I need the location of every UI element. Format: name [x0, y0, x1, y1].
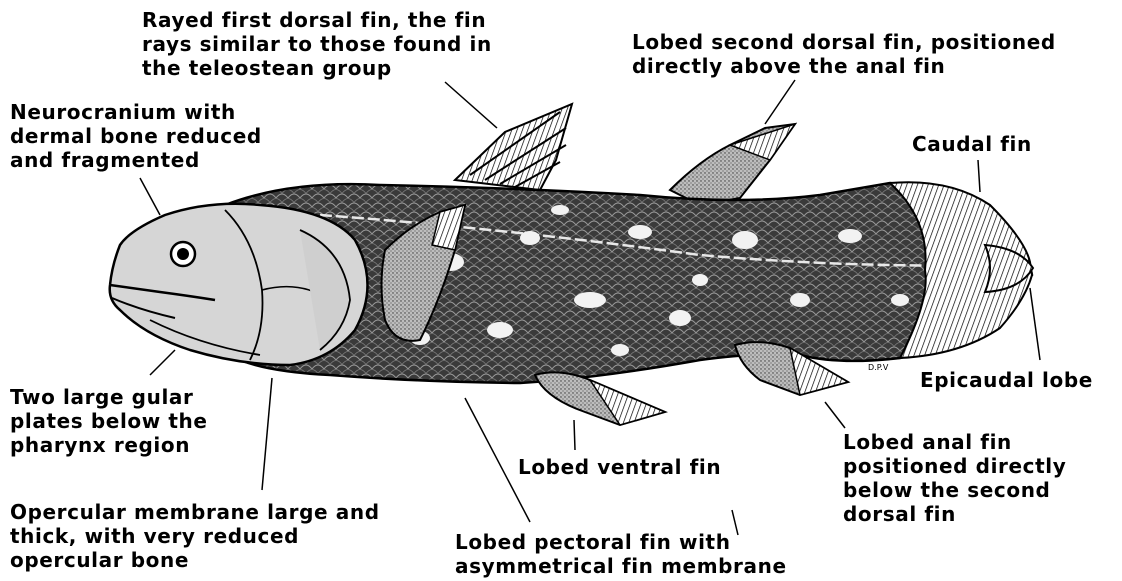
- label-line: dorsal fin: [843, 502, 1066, 526]
- leader-opercular: [262, 378, 272, 490]
- label-line: Epicaudal lobe: [920, 368, 1093, 392]
- leader-epicaudal: [1030, 288, 1040, 360]
- label-line: Caudal fin: [912, 132, 1032, 156]
- label-line: Lobed ventral fin: [518, 455, 721, 479]
- label-neurocranium: Neurocranium with dermal bone reduced an…: [10, 100, 262, 172]
- label-epicaudal-lobe: Epicaudal lobe: [920, 368, 1093, 392]
- label-lobed-ventral-fin: Lobed ventral fin: [518, 455, 721, 479]
- fish-head: [110, 204, 368, 365]
- label-lobed-pectoral-fin: Lobed pectoral fin with asymmetrical fin…: [455, 530, 787, 578]
- label-lobed-anal-fin: Lobed anal fin positioned directly below…: [843, 430, 1066, 526]
- leader-caudal: [978, 160, 980, 192]
- label-line: and fragmented: [10, 148, 262, 172]
- first-dorsal-fin: [455, 104, 572, 190]
- label-line: Two large gular: [10, 385, 208, 409]
- label-line: rays similar to those found in: [142, 32, 492, 56]
- label-line: Neurocranium with: [10, 100, 262, 124]
- leader-neurocranium: [140, 178, 160, 215]
- label-line: Opercular membrane large and: [10, 500, 380, 524]
- leader-first-dorsal: [445, 82, 497, 128]
- label-gular-plates: Two large gular plates below the pharynx…: [10, 385, 208, 457]
- artist-credit: D.P.V: [868, 363, 888, 372]
- leader-anal: [825, 402, 845, 428]
- label-opercular-membrane: Opercular membrane large and thick, with…: [10, 500, 380, 572]
- label-line: Rayed first dorsal fin, the fin: [142, 8, 492, 32]
- label-line: directly above the anal fin: [632, 54, 1056, 78]
- label-line: asymmetrical fin membrane: [455, 554, 787, 578]
- leader-gular: [150, 350, 175, 375]
- label-line: positioned directly: [843, 454, 1066, 478]
- second-dorsal-fin: [670, 124, 795, 205]
- leader-second-dorsal: [765, 80, 795, 124]
- label-line: opercular bone: [10, 548, 380, 572]
- label-caudal-fin: Caudal fin: [912, 132, 1032, 156]
- leader-ventral: [574, 420, 575, 450]
- label-line: thick, with very reduced: [10, 524, 380, 548]
- label-lobed-second-dorsal: Lobed second dorsal fin, positioned dire…: [632, 30, 1056, 78]
- label-line: dermal bone reduced: [10, 124, 262, 148]
- label-line: the teleostean group: [142, 56, 492, 80]
- label-line: plates below the: [10, 409, 208, 433]
- label-line: pharynx region: [10, 433, 208, 457]
- label-line: below the second: [843, 478, 1066, 502]
- label-line: Lobed second dorsal fin, positioned: [632, 30, 1056, 54]
- ventral-fin: [535, 372, 665, 425]
- label-rayed-first-dorsal: Rayed first dorsal fin, the fin rays sim…: [142, 8, 492, 80]
- label-line: Lobed anal fin: [843, 430, 1066, 454]
- label-line: Lobed pectoral fin with: [455, 530, 787, 554]
